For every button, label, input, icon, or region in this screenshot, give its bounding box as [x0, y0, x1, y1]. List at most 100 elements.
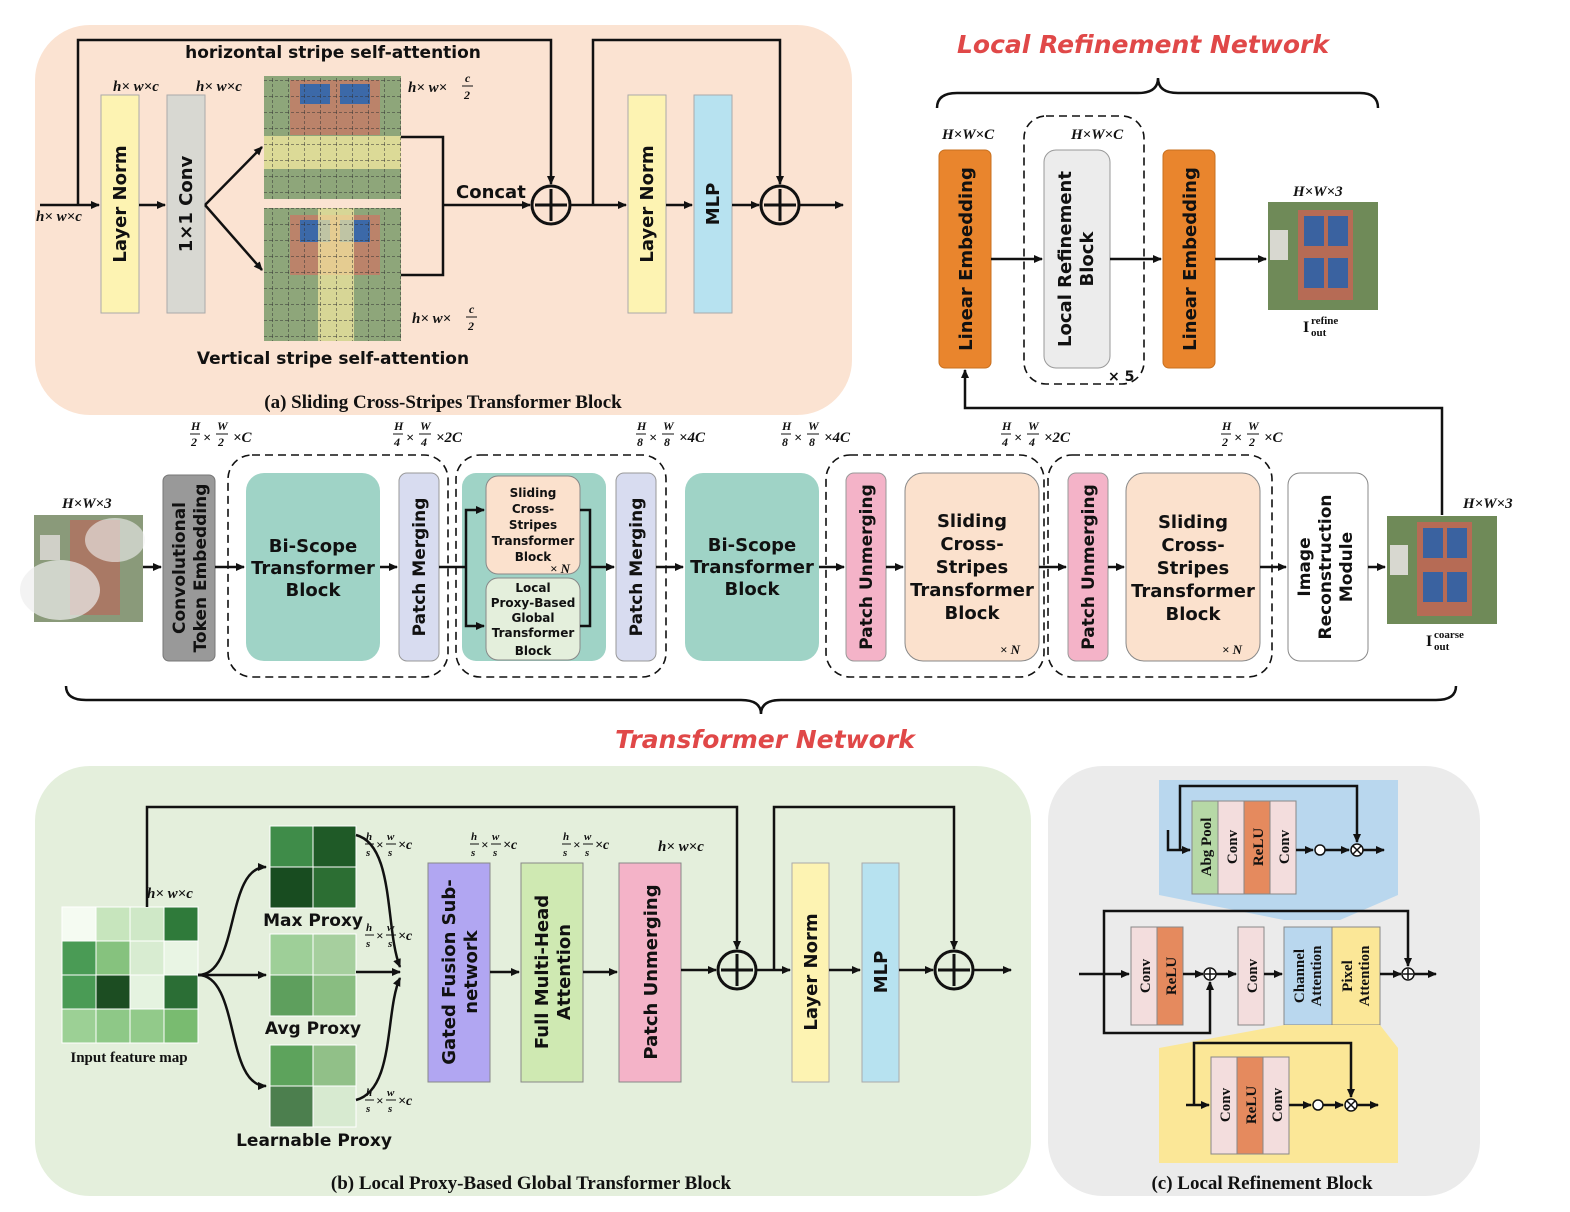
add-node-b1: [716, 949, 758, 991]
ca-conv-label-2: Conv: [1277, 829, 1293, 864]
dim-numerator: w: [387, 1087, 395, 1099]
stage-dim-3: H8×W8×4C: [636, 419, 706, 449]
horizontal-stripe-image: [264, 76, 401, 199]
svg-text:Transformer: Transformer: [492, 534, 575, 548]
dim-times: ×: [1014, 431, 1022, 446]
dim-denominator: 2: [190, 435, 197, 449]
svg-text:Reconstruction: Reconstruction: [1316, 494, 1336, 639]
transformer-input-dim: H×W×3: [61, 496, 112, 512]
svg-text:Full Multi-Head: Full Multi-Head: [532, 895, 553, 1049]
ca-conv-label-1: Conv: [1225, 829, 1241, 864]
ca-arrows: [1166, 784, 1385, 854]
svg-text:Transformer: Transformer: [1131, 581, 1255, 602]
layernorm-dim: h× w×c: [113, 79, 159, 95]
pixel-attention-block: [1331, 926, 1381, 1026]
local-proxy-small-block: [485, 577, 581, 661]
svg-text:Global: Global: [511, 611, 554, 625]
dim-numerator: H: [190, 419, 201, 433]
stage4-dashed-box: [825, 454, 1045, 678]
vertical-stripe-label: Vertical stripe self-attention: [197, 349, 469, 369]
svg-text:Stripes: Stripes: [1157, 558, 1229, 579]
dim-denominator: s: [365, 847, 370, 859]
dim-numerator: w: [492, 831, 500, 843]
panel-c-caption: (c) Local Refinement Block: [1151, 1173, 1373, 1194]
abg-pool-label: Abg Pool: [1199, 818, 1215, 877]
dim-denominator: s: [492, 847, 497, 859]
dim-times: ×: [794, 431, 802, 446]
svg-text:Bi-Scope: Bi-Scope: [708, 535, 796, 556]
learnable-proxy-map: [269, 1044, 357, 1128]
patch-merging-label-1: Patch Merging: [410, 498, 430, 637]
dim-numerator: W: [1028, 419, 1040, 433]
pa-arrows: [1186, 1041, 1379, 1109]
refine-output-image: [1268, 202, 1378, 310]
dim-numerator: H: [393, 419, 404, 433]
dim-numerator: W: [663, 419, 675, 433]
svg-text:Block: Block: [515, 550, 553, 564]
dim-channels: ×c: [398, 1094, 413, 1109]
ca-relu-block: [1243, 800, 1271, 895]
bi-scope-block-2: [685, 473, 819, 661]
dim-channels: ×4C: [679, 430, 706, 446]
dim-denominator: s: [562, 847, 567, 859]
svg-text:I: I: [1303, 319, 1309, 336]
stage-dim-6: H2×W2×C: [1221, 419, 1284, 449]
svg-text:Attention: Attention: [1357, 945, 1373, 1006]
lrn-brace: [935, 77, 1380, 109]
dim-denominator: s: [365, 1103, 370, 1115]
max-proxy-label: Max Proxy: [263, 911, 363, 931]
main-relu-label: ReLU: [1164, 957, 1180, 995]
svg-text:Gated Fusion Sub-: Gated Fusion Sub-: [439, 879, 460, 1065]
pa-conv-block-2: [1262, 1056, 1290, 1155]
dim-numerator: h: [563, 831, 569, 843]
svg-text:Local Refinement: Local Refinement: [1055, 171, 1076, 347]
svg-text:Block: Block: [945, 603, 1001, 624]
pa-relu-label: ReLU: [1244, 1086, 1260, 1124]
mlp-label-b: MLP: [871, 951, 892, 994]
dim-denominator: s: [470, 847, 475, 859]
gated-fusion-label: Gated Fusion Sub- network: [439, 879, 482, 1065]
conv1x1-block: [166, 94, 206, 314]
dim-numerator: w: [387, 831, 395, 843]
transformer-output-dim: H×W×3: [1462, 496, 1513, 512]
dim-denominator: 4: [1001, 435, 1008, 449]
ca-conv-block-2: [1269, 800, 1297, 895]
svg-text:Attention: Attention: [1309, 945, 1325, 1006]
svg-text:Bi-Scope: Bi-Scope: [269, 536, 357, 557]
panel-a-arrows: [40, 38, 844, 277]
layernorm-label-a: Layer Norm: [110, 145, 131, 262]
dim-numerator: h: [471, 831, 477, 843]
svg-text:refine: refine: [1311, 315, 1338, 327]
bi-scope-label-2: Bi-Scope Transformer Block: [690, 535, 814, 600]
pa-sigmoid-icon: [1312, 1099, 1324, 1111]
dim-numerator: h: [366, 922, 372, 934]
stage2-repeat: × N: [550, 561, 571, 576]
panel-b-arrows: [145, 805, 1012, 1102]
bi-scope-label-1: Bi-Scope Transformer Block: [251, 536, 375, 601]
panel-a-caption: (a) Sliding Cross-Stripes Transformer Bl…: [264, 392, 622, 413]
svg-text:Convolutional: Convolutional: [170, 502, 190, 634]
dim-numerator: W: [420, 419, 432, 433]
input-feature-map: [61, 906, 199, 1044]
stage-dim-2: H4×W4×2C: [393, 419, 463, 449]
sliding-1-repeat: × N: [1000, 642, 1021, 657]
main-conv-label-2: Conv: [1245, 958, 1261, 993]
svg-text:h× w×: h× w×: [408, 80, 447, 96]
dim-denominator: s: [387, 938, 392, 950]
mlp-block-b: [861, 862, 900, 1083]
svg-text:coarse: coarse: [1434, 629, 1464, 641]
svg-text:2: 2: [467, 319, 474, 333]
dim-denominator: s: [584, 847, 589, 859]
lrn-dim-in: H×W×C: [941, 127, 995, 143]
svg-text:Block: Block: [725, 579, 781, 600]
dim-numerator: W: [217, 419, 229, 433]
svg-text:Stripes: Stripes: [936, 557, 1008, 578]
dim-denominator: 8: [637, 435, 643, 449]
dim-channels: ×2C: [436, 430, 463, 446]
full-mha-block: [520, 862, 584, 1083]
svg-text:Cross-: Cross-: [1161, 535, 1224, 556]
panel-b-out-dim: h× w×c: [658, 839, 704, 855]
transformer-input-image: [20, 515, 145, 622]
svg-text:Transformer: Transformer: [910, 580, 1034, 601]
gated-fusion-block: [427, 862, 491, 1083]
